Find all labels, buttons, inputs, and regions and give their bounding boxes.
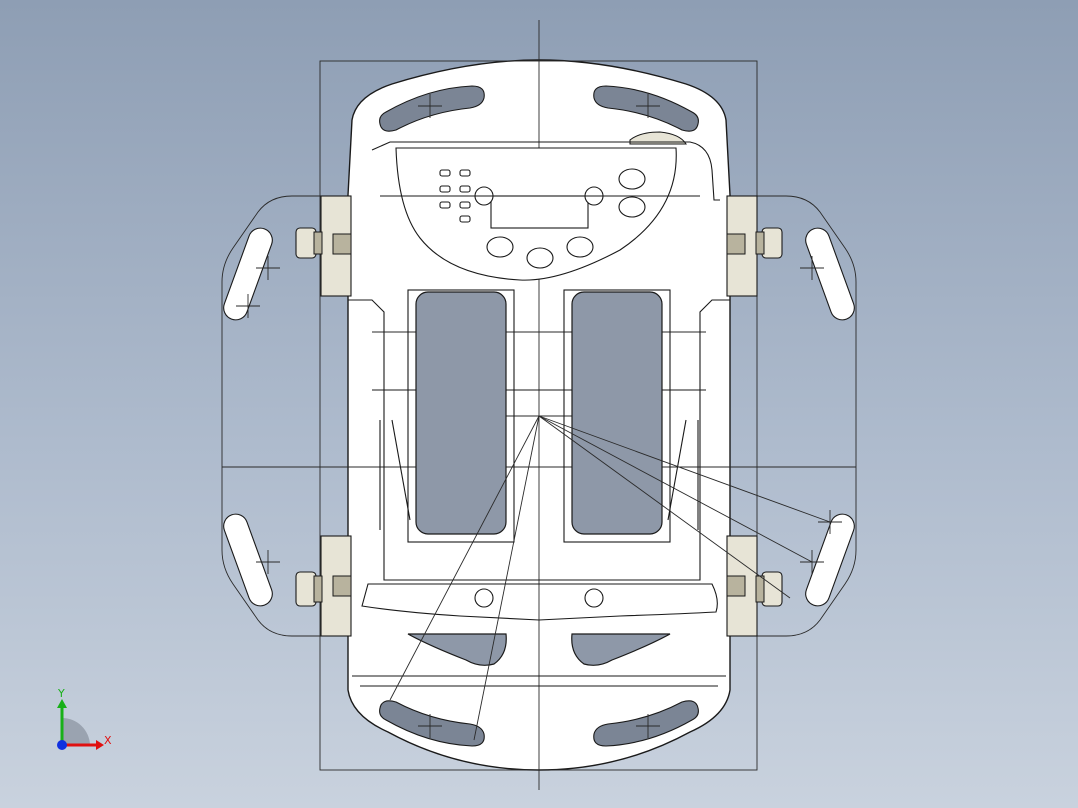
right-pocket <box>571 291 663 535</box>
display-screen <box>490 195 589 229</box>
axis-triad: Y X <box>57 687 112 750</box>
button-top-right[interactable] <box>618 168 646 190</box>
control-panel[interactable] <box>371 141 720 281</box>
left-pocket <box>415 291 507 535</box>
top-arc-slots <box>379 85 699 132</box>
right-brackets <box>756 195 857 637</box>
construction-lines <box>222 20 856 790</box>
bottom-arc-slots <box>379 700 699 747</box>
motor-mount-top-left[interactable] <box>295 195 352 297</box>
battery-pockets <box>407 289 671 543</box>
left-brackets <box>221 195 322 637</box>
x-axis-label: X <box>104 734 112 747</box>
bounding-sketch-rect <box>319 60 758 771</box>
motor-mount-top-right[interactable] <box>726 195 783 297</box>
motor-mount-bottom-right[interactable] <box>726 535 783 637</box>
y-axis-label: Y <box>57 687 65 700</box>
button-bottom-3[interactable] <box>566 236 594 258</box>
keypad[interactable] <box>439 169 471 223</box>
button-mid-right[interactable] <box>618 196 646 218</box>
sketch-radials <box>389 415 831 741</box>
button-bottom-1[interactable] <box>486 236 514 258</box>
lower-section <box>352 583 726 687</box>
motor-mount-bottom-left[interactable] <box>295 535 352 637</box>
button-bottom-2[interactable] <box>526 247 554 269</box>
side-slots <box>223 227 855 607</box>
